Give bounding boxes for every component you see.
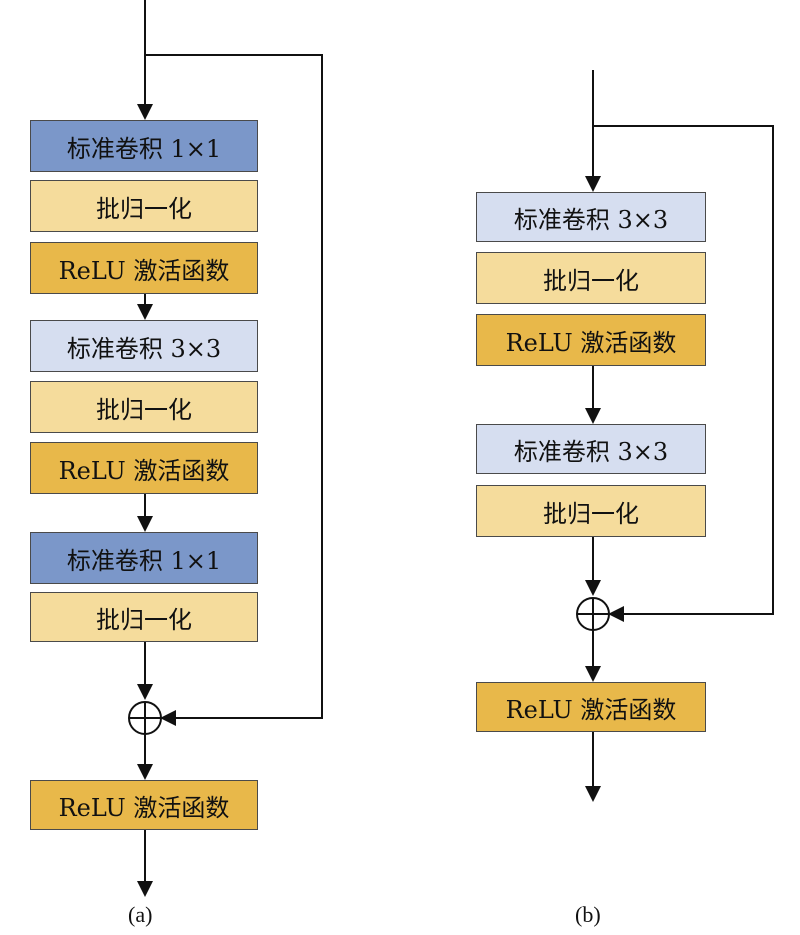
a-conv1x1-block: 标准卷积 1×1 — [30, 532, 258, 584]
a-batchnorm-block: 批归一化 — [30, 381, 258, 433]
diagram-a-lines — [128, 0, 323, 897]
a-batchnorm-block: 批归一化 — [30, 592, 258, 642]
a-relu-block: ReLU 激活函数 — [30, 242, 258, 294]
b-relu-output-block: ReLU 激活函数 — [476, 682, 706, 732]
diagram-b-lines — [576, 70, 774, 802]
b-batchnorm-block: 批归一化 — [476, 485, 706, 537]
b-batchnorm-block: 批归一化 — [476, 252, 706, 304]
a-skip-path — [145, 54, 323, 726]
b-conv3x3-block: 标准卷积 3×3 — [476, 424, 706, 474]
a-batchnorm-block: 批归一化 — [30, 180, 258, 232]
caption-b: (b) — [575, 902, 601, 927]
a-conv3x3-block: 标准卷积 3×3 — [30, 320, 258, 372]
a-relu-output-block: ReLU 激活函数 — [30, 780, 258, 830]
b-relu-block: ReLU 激活函数 — [476, 314, 706, 366]
a-conv1x1-block: 标准卷积 1×1 — [30, 120, 258, 172]
a-relu-block: ReLU 激活函数 — [30, 442, 258, 494]
b-conv3x3-block: 标准卷积 3×3 — [476, 192, 706, 242]
b-skip-path — [593, 125, 774, 622]
caption-a: (a) — [128, 902, 153, 927]
